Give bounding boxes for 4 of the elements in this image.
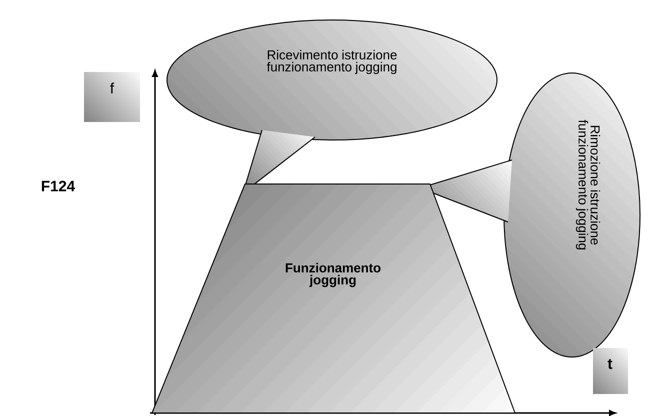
axis-label: f (84, 72, 140, 122)
parameter-label: F124 (42, 180, 76, 192)
speech-bubble: Ricevimento istruzione funzionamento jogging (166, 20, 498, 194)
axis-label: t (593, 348, 628, 394)
